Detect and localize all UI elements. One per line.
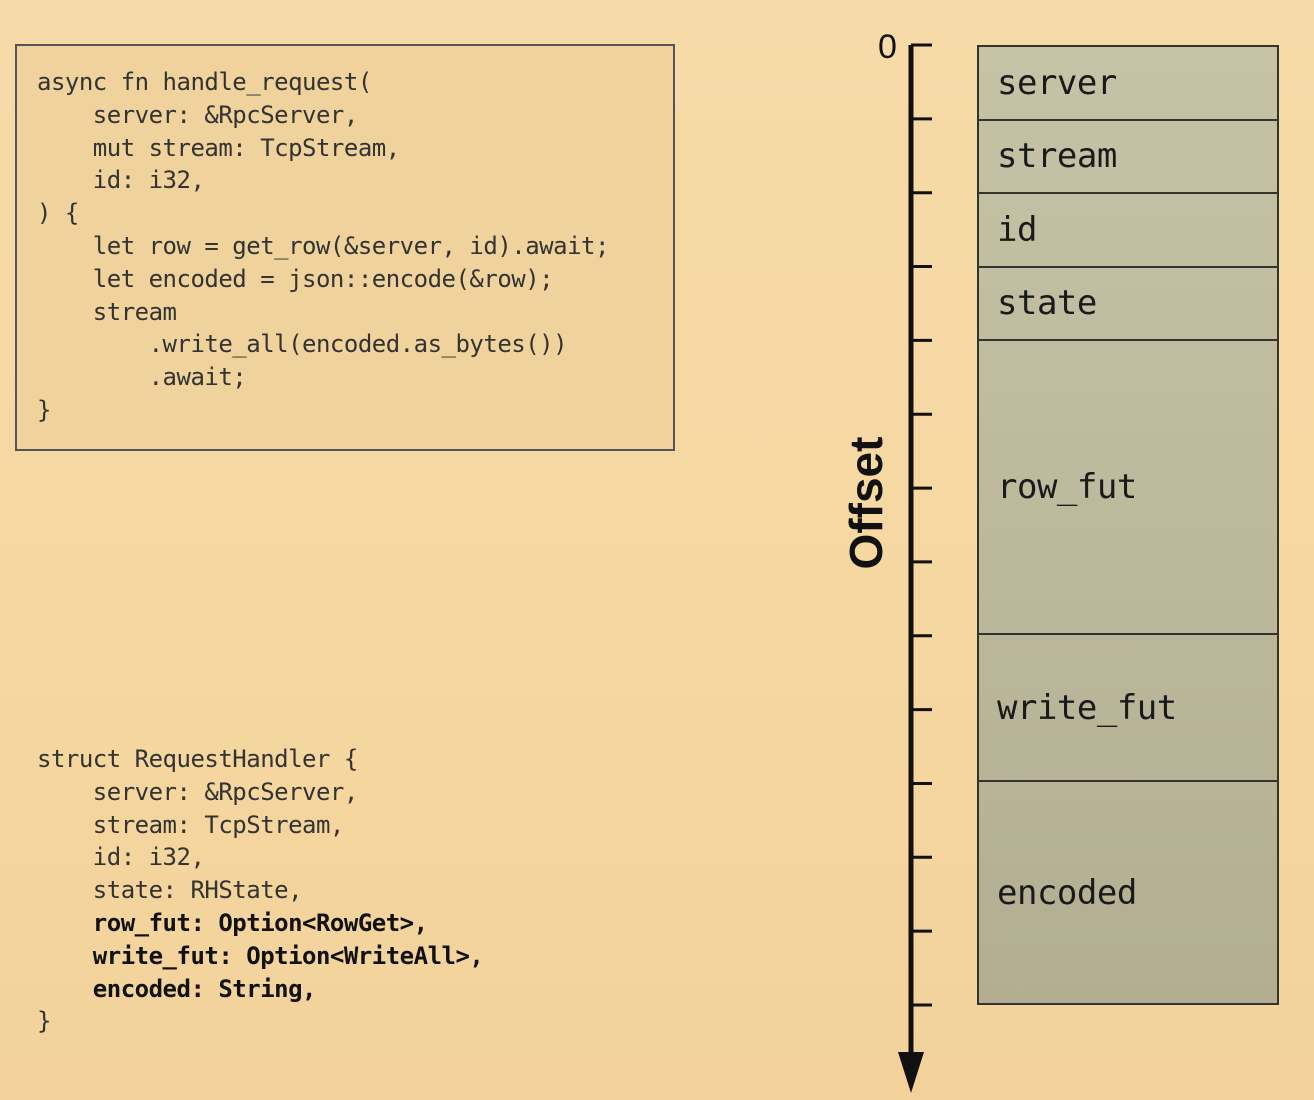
code-line: encoded: String, [37,974,317,1003]
axis-arrowhead [898,1052,924,1093]
axis-zero-label: 0 [878,28,897,66]
code-line: let encoded = json::encode(&row); [37,264,554,293]
code-line: server: &RpcServer, [37,100,359,129]
code-line: .write_all(encoded.as_bytes()) [37,330,568,359]
code-line: .await; [37,363,247,392]
code-line: } [37,1007,51,1036]
code-line: } [37,395,51,424]
code-line: stream: TcpStream, [37,810,345,839]
axis-title: Offset [840,436,892,570]
code-line: let row = get_row(&server, id).await; [37,231,610,260]
code-line: server: &RpcServer, [37,777,359,806]
code-line: id: i32, [37,843,205,872]
code-line: state: RHState, [37,876,303,905]
code-line: mut stream: TcpStream, [37,133,400,162]
code-line: id: i32, [37,166,205,195]
code-line: stream [37,297,177,326]
layout-field-row-fut: row_fut [979,341,1277,636]
code-line: struct RequestHandler { [37,745,358,773]
layout-field-stream: stream [979,121,1277,195]
code-line: row_fut: Option<RowGet>, [37,908,428,937]
layout-field-server: server [979,47,1277,121]
code-line: async fn handle_request( [37,68,372,96]
async-fn-code: async fn handle_request( server: &RpcSer… [37,66,609,427]
layout-field-id: id [979,194,1277,268]
code-line: ) { [37,199,79,228]
request-handler-struct-code: struct RequestHandler { server: &RpcServ… [37,743,484,1038]
async-code-box [15,44,675,451]
code-line: write_fut: Option<WriteAll>, [37,941,484,970]
layout-field-encoded: encoded [997,872,1137,913]
layout-field-state: state [979,268,1277,342]
layout-field-write-fut: write_fut [979,635,1277,783]
